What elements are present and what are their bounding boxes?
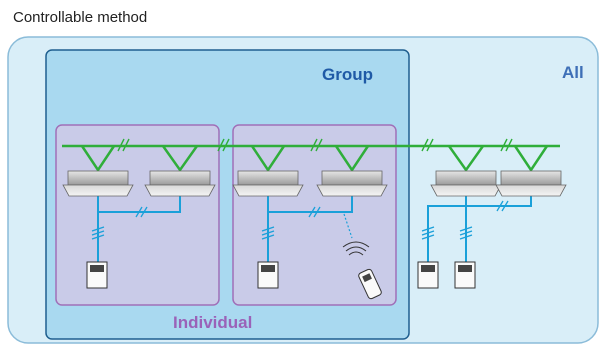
wireless-remote-controller-icon [358,268,382,300]
wireless-signal-icon [342,241,370,256]
indoor-unit-icon [430,170,502,197]
zone-all-label: All [562,63,584,82]
green-connection-line [62,144,560,173]
wired-remote-controller-icon [257,261,279,289]
wired-remote-controller-icon [454,261,476,289]
zone-individual-label: Individual [173,313,252,332]
blue-line-break-marks [91,200,509,240]
indoor-unit-icon [495,170,567,197]
wired-remote-controller-icon [86,261,108,289]
zone-group-label: Group [322,65,373,84]
indoor-unit-icon [316,170,388,197]
diagram-title: Controllable method [13,9,148,26]
wired-remote-controller-icon [417,261,439,289]
wireless-signal-line [343,213,353,239]
indoor-unit-icon [62,170,134,197]
indoor-unit-icon [232,170,304,197]
green-line-break-marks [117,138,513,152]
indoor-unit-icon [144,170,216,197]
